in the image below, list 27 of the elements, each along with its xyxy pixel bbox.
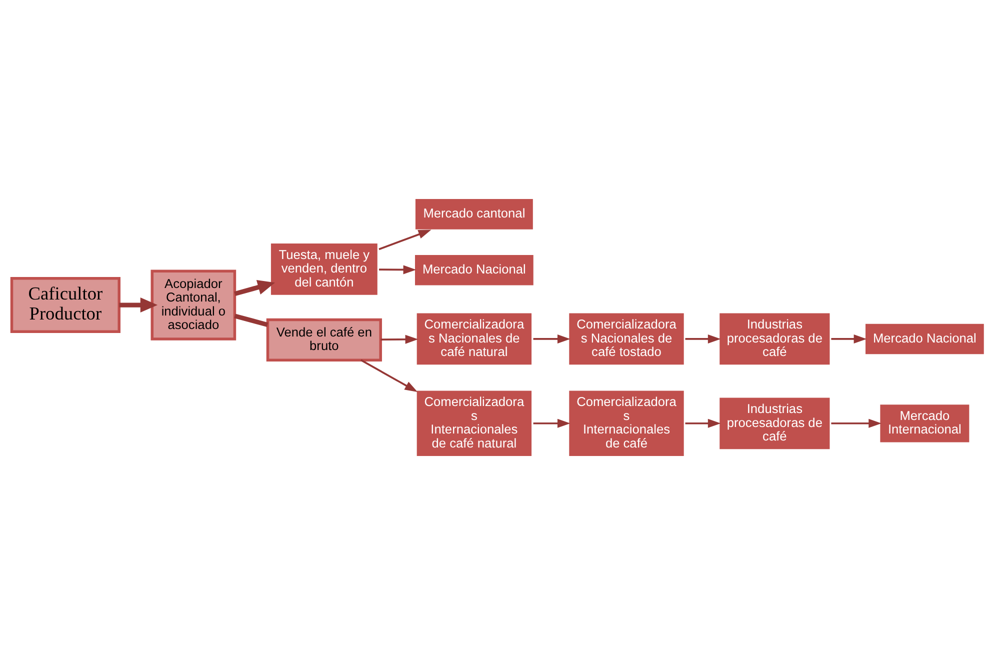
arrow [119, 297, 158, 313]
node-box: Vende el café en bruto [266, 318, 382, 362]
arrow [533, 334, 570, 344]
arrow [234, 280, 275, 296]
arrow [379, 265, 416, 274]
node-box: Comercializadoras Internacionales de café natural [414, 388, 534, 459]
node-box: Mercado cantonal [412, 196, 536, 232]
node-box: Comercializadoras Internacionales de café [566, 388, 687, 459]
connector [234, 314, 268, 328]
node-box: Comercializadoras Nacionales de café natural [414, 310, 534, 368]
arrow [380, 334, 418, 344]
node-box: Industrias procesadoras de café [716, 310, 832, 368]
arrow [685, 418, 721, 428]
node-box: Acopiador Cantonal, individual o asociado [150, 270, 236, 340]
node-box: Comercializadoras Nacionales de café tostado [566, 310, 687, 368]
node-box: Mercado Nacional [412, 252, 536, 288]
node-box: Mercado Nacional [862, 321, 987, 357]
node-box: Tuesta, muele y venden, dentro del cantón [268, 240, 380, 298]
node-box: Industrias procesadoras de café [716, 394, 832, 452]
arrow [831, 418, 882, 428]
arrow [533, 418, 570, 428]
arrow [360, 359, 418, 392]
arrow [685, 334, 721, 344]
arrow [831, 334, 867, 344]
arrow [378, 230, 432, 250]
node-box: Mercado Internacional [877, 402, 972, 445]
node-box: Caficultor Productor [10, 277, 120, 333]
